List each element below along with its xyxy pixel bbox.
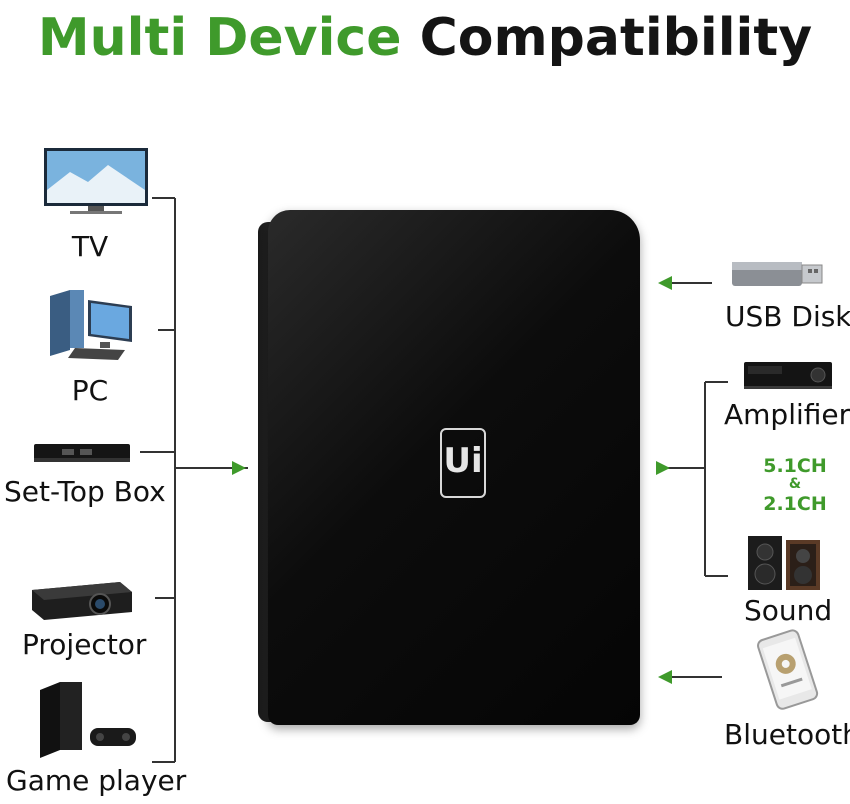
set-top-box-icon bbox=[34, 444, 130, 462]
page-title: Multi Device Compatibility bbox=[0, 8, 850, 68]
input-label-pc: PC bbox=[71, 374, 109, 407]
input-label-tv: TV bbox=[71, 230, 109, 263]
channel-label-and: & bbox=[788, 476, 802, 492]
output-label-usb-disk: USB Disk bbox=[725, 300, 850, 333]
smartphone-icon bbox=[757, 629, 819, 710]
device-logo-icon: Ui bbox=[440, 428, 486, 498]
input-label-set-top-box: Set-Top Box bbox=[4, 475, 166, 508]
game-player-icon bbox=[40, 682, 136, 758]
projector-icon bbox=[32, 582, 132, 620]
channel-label-5-1: 5.1CH bbox=[763, 455, 827, 477]
title-part-2: Compatibility bbox=[419, 8, 813, 68]
output-label-bluetooth: Bluetooth bbox=[724, 718, 850, 751]
tv-icon bbox=[44, 148, 148, 214]
input-label-game-player: Game player bbox=[6, 764, 187, 797]
input-label-projector: Projector bbox=[22, 628, 147, 661]
title-part-1: Multi Device bbox=[37, 8, 402, 68]
speaker-icon bbox=[748, 536, 820, 590]
audio-decoder-device bbox=[268, 210, 640, 725]
output-label-amplifier: Amplifier bbox=[724, 398, 850, 431]
right-bracket bbox=[660, 282, 728, 678]
output-arrow-icon bbox=[656, 461, 670, 475]
input-arrow-icon bbox=[232, 461, 246, 475]
pc-icon bbox=[50, 290, 132, 360]
bluetooth-arrow-icon bbox=[658, 670, 672, 684]
output-label-sound: Sound bbox=[744, 594, 833, 627]
amplifier-icon bbox=[744, 362, 832, 389]
usb-disk-icon bbox=[732, 262, 823, 286]
channel-label-2-1: 2.1CH bbox=[763, 493, 827, 515]
usb-arrow-icon bbox=[658, 276, 672, 290]
